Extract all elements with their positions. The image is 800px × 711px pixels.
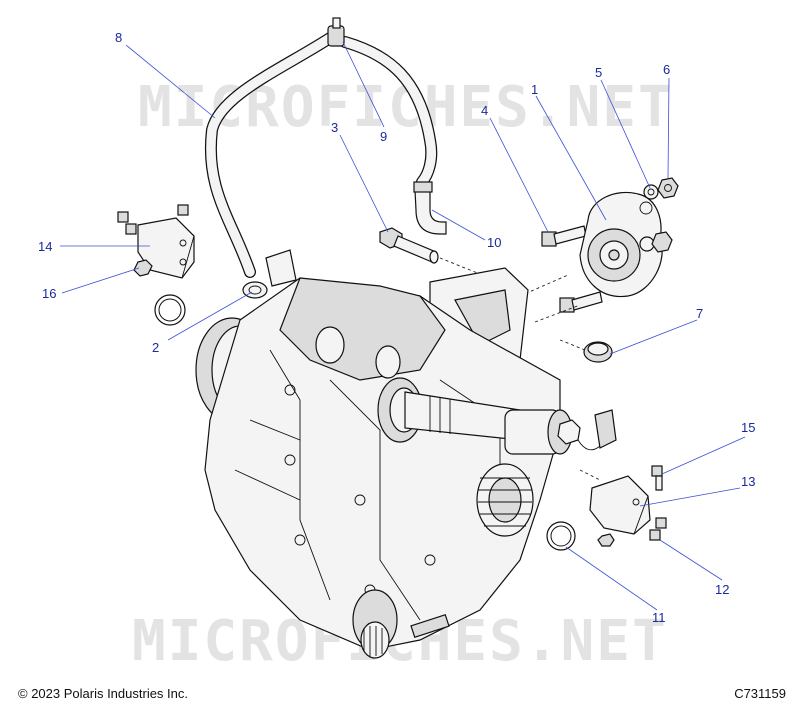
vent-hose: [204, 32, 438, 278]
callout-11: 11: [652, 610, 666, 625]
nut-6: [657, 177, 679, 199]
callout-16: 16: [42, 286, 56, 301]
drain-plug-7: [583, 341, 613, 363]
callout-14: 14: [38, 239, 52, 254]
o-ring-right: [546, 521, 576, 551]
mount-bracket-front: [589, 475, 651, 535]
callout-13: 13: [741, 474, 755, 489]
mounting-bolt-lower: [559, 291, 603, 313]
o-ring-left: [154, 294, 186, 326]
speed-sensor-bracket: [579, 191, 663, 298]
callout-4: 4: [481, 103, 488, 118]
callout-7: 7: [696, 306, 703, 321]
mounting-bolt-3: [379, 227, 439, 264]
transmission-housing: [195, 249, 617, 659]
callout-9: 9: [380, 129, 387, 144]
callout-1: 1: [531, 82, 538, 97]
callout-12: 12: [715, 582, 729, 597]
copyright-notice: © 2023 Polaris Industries Inc.: [18, 686, 188, 701]
bolt-15: [651, 465, 663, 491]
callout-5: 5: [595, 65, 602, 80]
callout-labels: 1 2 3 4 5 6 7 8 9 10 11 12 13 14 15 16: [38, 30, 755, 625]
hose-clamp-top: [327, 17, 345, 47]
leader-lines: [60, 41, 746, 611]
callout-3: 3: [331, 120, 338, 135]
figure-id: C731159: [734, 686, 786, 701]
washer-5: [643, 184, 659, 200]
callout-8: 8: [115, 30, 122, 45]
callout-2: 2: [152, 340, 159, 355]
bolt-12: [597, 517, 667, 547]
vent-elbow-fitting: [413, 181, 447, 235]
mounting-bolt-4: [541, 225, 587, 247]
callout-10: 10: [487, 235, 501, 250]
washer-nut-pair-lower: [639, 231, 673, 253]
callout-6: 6: [663, 62, 670, 77]
hose-clamp-lower: [242, 281, 268, 299]
callout-15: 15: [741, 420, 755, 435]
mount-bracket-rear: [117, 204, 195, 279]
